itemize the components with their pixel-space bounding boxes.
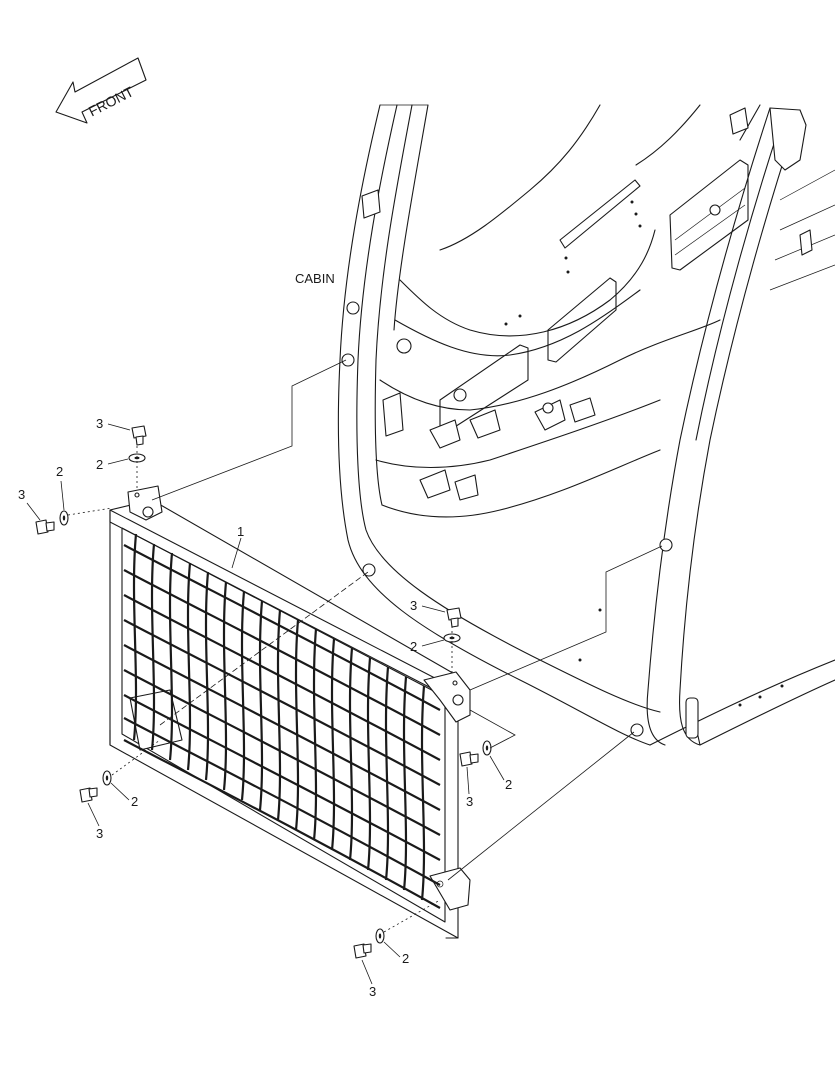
callout-washer: 2 bbox=[505, 777, 512, 792]
callout-bolt: 3 bbox=[466, 794, 473, 809]
callout-washer: 2 bbox=[410, 639, 417, 654]
callout-washer: 2 bbox=[402, 951, 409, 966]
bolt-icon bbox=[131, 425, 147, 446]
bolt-icon bbox=[446, 607, 462, 628]
callout-washer: 2 bbox=[96, 457, 103, 472]
bolt-icon bbox=[79, 787, 98, 803]
washer-icon bbox=[59, 510, 69, 526]
washer-icon bbox=[375, 928, 385, 944]
washer-icon bbox=[102, 770, 112, 786]
callout-bolt: 3 bbox=[96, 416, 103, 431]
cabin-label: CABIN bbox=[295, 271, 335, 286]
rivet-dots bbox=[504, 200, 784, 707]
callout-bolt: 3 bbox=[369, 984, 376, 999]
front-arrow-icon: FRONT bbox=[55, 57, 147, 124]
hardware bbox=[35, 425, 492, 959]
cabin-structure bbox=[337, 104, 835, 746]
net-frame bbox=[109, 485, 471, 939]
bolt-icon bbox=[35, 519, 55, 535]
callouts: 1 3 2 2 3 3 2 2 3 2 3 2 3 bbox=[18, 416, 512, 999]
callout-bolt: 3 bbox=[410, 598, 417, 613]
assembly-lines bbox=[67, 359, 663, 933]
callout-net-frame: 1 bbox=[237, 524, 244, 539]
bolt-icon bbox=[353, 943, 372, 959]
callout-washer: 2 bbox=[56, 464, 63, 479]
callout-washer: 2 bbox=[131, 794, 138, 809]
washer-icon bbox=[482, 740, 492, 756]
cargo-net bbox=[123, 533, 441, 909]
bolt-icon bbox=[459, 751, 479, 767]
callout-bolt: 3 bbox=[18, 487, 25, 502]
callout-bolt: 3 bbox=[96, 826, 103, 841]
